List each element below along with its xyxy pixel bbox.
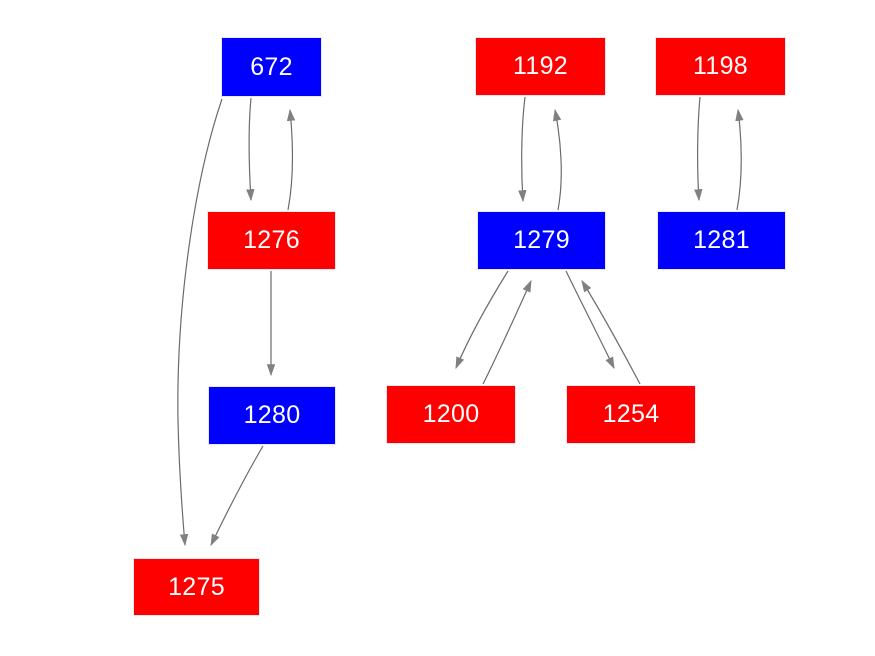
graph-edge-672-to-1276 bbox=[246, 97, 255, 202]
node-label: 672 bbox=[250, 52, 293, 81]
node-label: 1279 bbox=[513, 226, 570, 254]
graph-node-1200[interactable]: 1200 bbox=[386, 385, 516, 444]
graph-node-1198[interactable]: 1198 bbox=[655, 37, 786, 96]
graph-edge-1281-to-1198 bbox=[735, 108, 744, 211]
graph-edge-1192-to-1279 bbox=[518, 96, 527, 203]
node-label: 1254 bbox=[602, 400, 660, 428]
graph-edge-1276-to-672 bbox=[286, 108, 296, 211]
edge-group bbox=[177, 96, 744, 547]
graph-edge-1280-to-1275 bbox=[210, 445, 264, 547]
node-label: 1280 bbox=[243, 401, 301, 429]
node-label: 1192 bbox=[513, 52, 568, 80]
node-label: 1275 bbox=[168, 572, 225, 601]
node-label: 1281 bbox=[693, 226, 750, 254]
node-label: 1200 bbox=[422, 400, 480, 428]
graph-node-1275[interactable]: 1275 bbox=[133, 558, 260, 616]
graph-edge-1198-to-1281 bbox=[694, 96, 703, 202]
graph-node-1279[interactable]: 1279 bbox=[477, 211, 606, 270]
graph-node-672[interactable]: 672 bbox=[221, 37, 322, 97]
graph-edge-1200-to-1279 bbox=[482, 279, 532, 385]
graph-edge-1279-to-1254 bbox=[565, 270, 615, 370]
graph-edge-1254-to-1279 bbox=[581, 279, 641, 385]
graph-edge-672-to-1275 bbox=[177, 98, 223, 547]
node-label: 1198 bbox=[693, 52, 748, 80]
node-label: 1276 bbox=[243, 226, 300, 254]
graph-node-1276[interactable]: 1276 bbox=[207, 211, 336, 270]
graph-node-1280[interactable]: 1280 bbox=[208, 386, 336, 445]
graph-node-1281[interactable]: 1281 bbox=[657, 211, 786, 270]
graph-node-1254[interactable]: 1254 bbox=[566, 385, 696, 444]
graph-edge-1279-to-1200 bbox=[455, 270, 509, 370]
graph-node-1192[interactable]: 1192 bbox=[475, 37, 606, 96]
graph-edge-1279-to-1192 bbox=[552, 108, 562, 211]
